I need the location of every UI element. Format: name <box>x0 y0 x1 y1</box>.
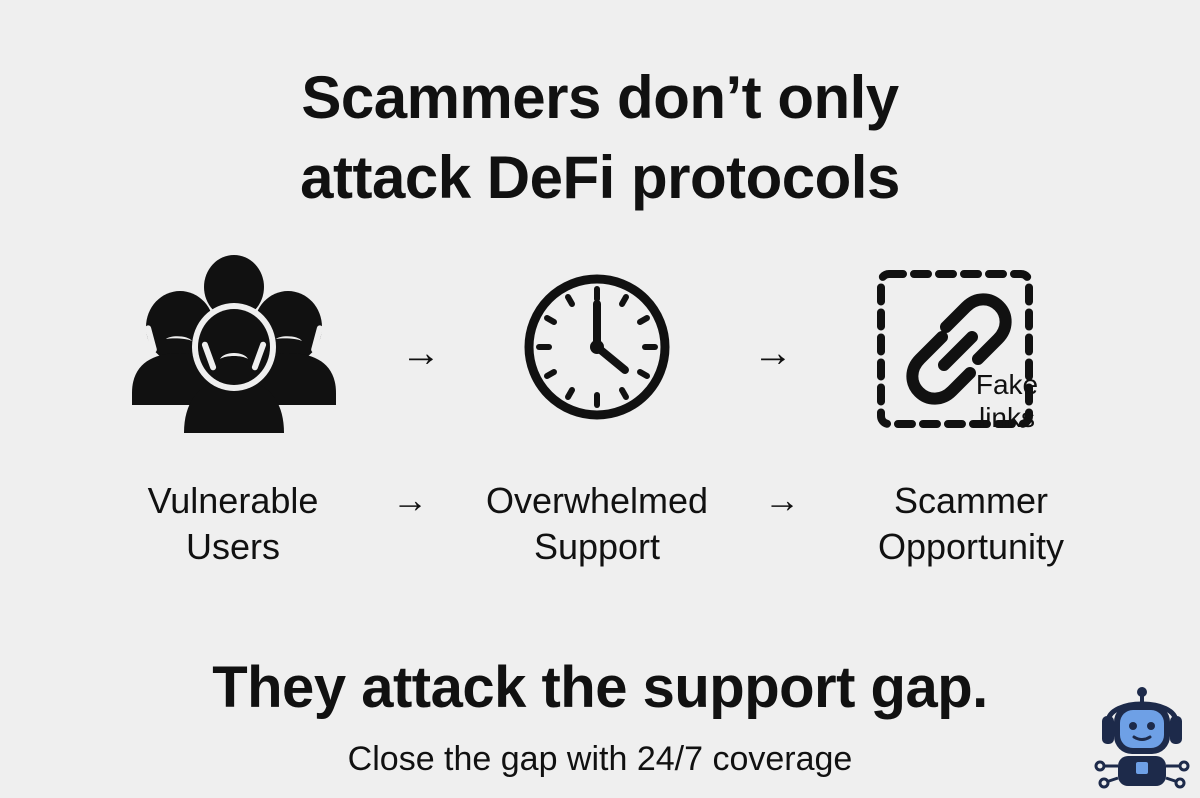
step-label-overwhelmed-support: Overwhelmed Support <box>450 478 744 570</box>
step3-line-2: Opportunity <box>877 526 1065 567</box>
step1-line-2: Users <box>185 526 280 567</box>
step2-line-1: Overwhelmed <box>485 480 709 521</box>
arrow-2-icon: → <box>753 331 793 375</box>
fake-links-line-2: links <box>978 402 1035 433</box>
title-line-2: attack DeFi protocols <box>300 144 900 211</box>
step-label-scammer-opportunity: Scammer Opportunity <box>826 478 1116 570</box>
title-line-1: Scammers don’t only <box>301 64 899 131</box>
subline: Close the gap with 24/7 coverage <box>347 740 853 778</box>
fake-links-line-1: Fake <box>975 369 1039 400</box>
robot-mascot-icon <box>1092 686 1192 790</box>
page-title: Scammers don’t only attack DeFi protocol… <box>0 58 1200 218</box>
step2-line-2: Support <box>533 526 661 567</box>
arrow-1-icon: → <box>401 331 441 375</box>
label-arrow-2-icon: → <box>764 479 800 520</box>
step3-line-1: Scammer <box>893 480 1049 521</box>
headline: They attack the support gap. <box>212 655 988 720</box>
step-label-vulnerable-users: Vulnerable Users <box>108 478 358 570</box>
label-arrow-1-icon: → <box>392 479 428 520</box>
clock-icon <box>522 272 672 422</box>
fake-links-label: Fake links <box>962 368 1052 434</box>
chain-link-icon <box>872 265 1038 433</box>
step1-line-1: Vulnerable <box>147 480 319 521</box>
crowd-of-users-icon <box>128 255 340 433</box>
